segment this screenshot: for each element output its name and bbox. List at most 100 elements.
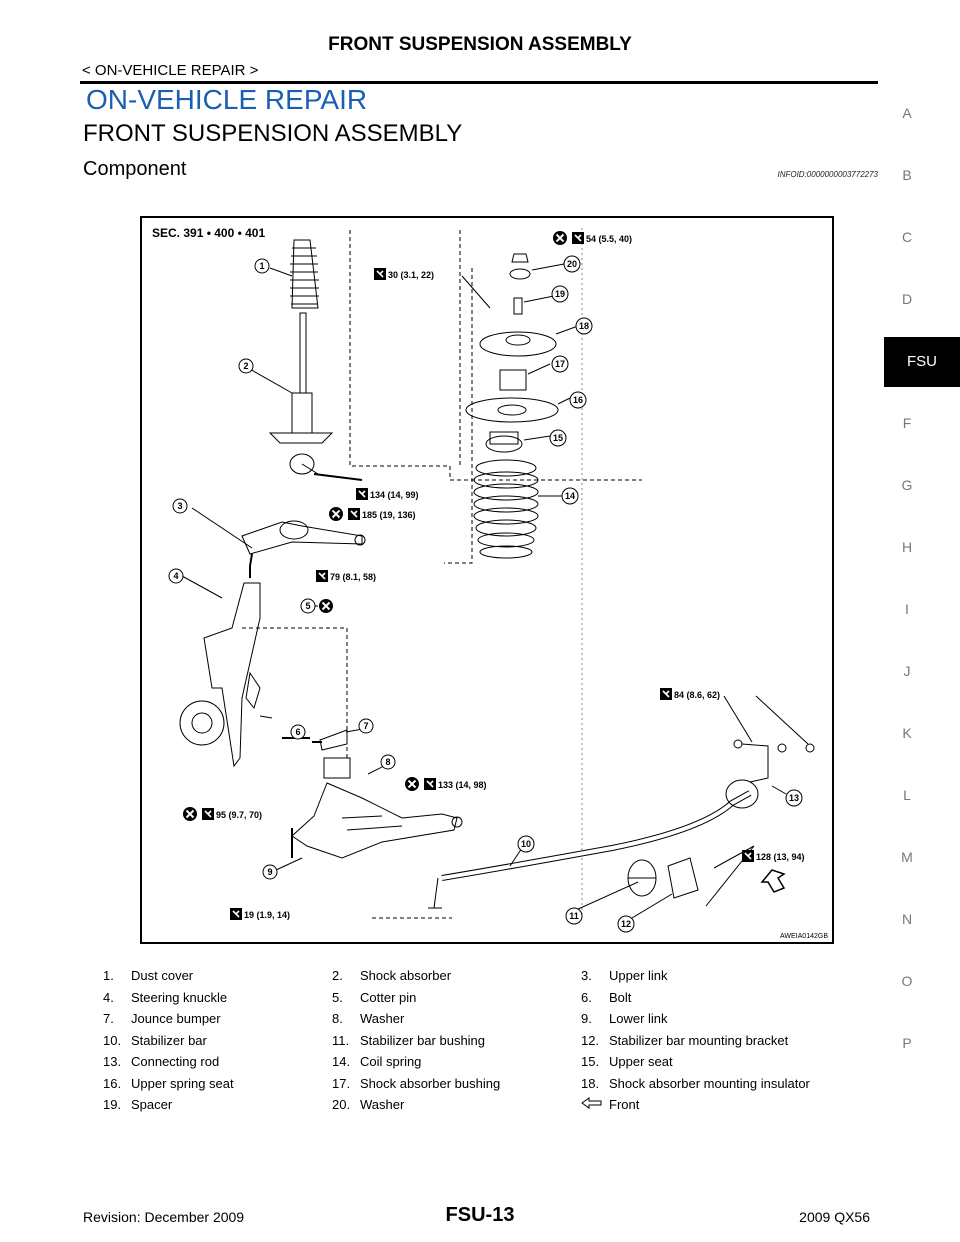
legend-item: 9.Lower link — [581, 1011, 668, 1026]
torque-wrench-icon — [373, 267, 387, 281]
legend-item: 14.Coil spring — [332, 1054, 422, 1069]
callout-8: 8 — [380, 754, 396, 770]
svg-text:3: 3 — [177, 501, 182, 511]
callout-3: 3 — [172, 498, 188, 514]
replace-icon — [552, 230, 568, 246]
torque-54: 54 (5.5, 40) — [586, 234, 632, 244]
callout-1: 1 — [254, 258, 270, 274]
callouts: 1 2 3 4 5 6 7 8 9 10 11 12 13 14 15 16 1… — [168, 255, 803, 933]
page-header-subtitle: < ON-VEHICLE REPAIR > — [82, 62, 259, 79]
legend-item: 13.Connecting rod — [103, 1054, 220, 1069]
torque-wrench-icon — [347, 507, 361, 521]
side-index-f[interactable]: F — [902, 415, 912, 431]
torque-wrench-icon — [423, 777, 437, 791]
legend-item: 10.Stabilizer bar — [103, 1033, 207, 1048]
callout-9: 9 — [262, 864, 278, 880]
torque-19: 19 (1.9, 14) — [244, 910, 290, 920]
side-index-d[interactable]: D — [901, 291, 913, 307]
legend-item: 1.Dust cover — [103, 968, 194, 983]
side-index-p[interactable]: P — [902, 1035, 912, 1051]
torque-133: 133 (14, 98) — [438, 780, 487, 790]
callout-17: 17 — [551, 355, 569, 373]
legend-item: 19.Spacer — [103, 1097, 173, 1112]
legend-item: 3.Upper link — [581, 968, 668, 983]
side-index-c[interactable]: C — [901, 229, 913, 245]
torque-128: 128 (13, 94) — [756, 852, 805, 862]
svg-text:16: 16 — [573, 395, 583, 405]
side-index-fsu-active[interactable]: FSU — [884, 337, 960, 387]
svg-text:9: 9 — [267, 867, 272, 877]
callout-5: 5 — [300, 598, 316, 614]
callout-16: 16 — [569, 391, 587, 409]
callout-7: 7 — [358, 718, 374, 734]
svg-text:19: 19 — [555, 289, 565, 299]
torque-wrench-icon — [315, 569, 329, 583]
side-index-i[interactable]: I — [905, 601, 909, 617]
footer-revision: Revision: December 2009 — [83, 1209, 245, 1225]
legend-row: 13.Connecting rod 14.Coil spring 15.Uppe… — [103, 1054, 843, 1076]
legend-item: 6.Bolt — [581, 990, 632, 1005]
svg-text:7: 7 — [363, 721, 368, 731]
legend-row: 19.Spacer 20.Washer Front — [103, 1097, 843, 1119]
figure-section-label: SEC. 391 • 400 • 401 — [152, 226, 266, 240]
subsection-title: Component — [83, 158, 187, 180]
torque-wrench-icon — [659, 687, 673, 701]
side-index-h[interactable]: H — [901, 539, 913, 555]
callout-6: 6 — [290, 724, 306, 740]
legend-item: 12.Stabilizer bar mounting bracket — [581, 1033, 789, 1048]
replace-icon — [328, 506, 344, 522]
torque-wrench-icon — [201, 807, 215, 821]
replace-icon — [404, 776, 420, 792]
torque-wrench-icon — [741, 849, 755, 863]
legend-item: 2.Shock absorber — [332, 968, 452, 983]
page-header-title: FRONT SUSPENSION ASSEMBLY — [328, 34, 632, 55]
legend-item: 15.Upper seat — [581, 1054, 673, 1069]
callout-10: 10 — [517, 835, 535, 853]
legend-item: 4.Steering knuckle — [103, 990, 228, 1005]
side-index-o[interactable]: O — [901, 973, 913, 989]
section-title: ON-VEHICLE REPAIR — [86, 84, 368, 115]
callout-13: 13 — [785, 789, 803, 807]
side-index-j[interactable]: J — [903, 663, 911, 679]
torque-79: 79 (8.1, 58) — [330, 572, 376, 582]
svg-text:11: 11 — [569, 911, 579, 921]
front-arrow-icon — [581, 1097, 609, 1112]
component-diagram: 1 2 3 4 5 6 7 8 9 10 11 12 13 14 15 16 1… — [140, 216, 834, 944]
callout-18: 18 — [575, 317, 593, 335]
svg-text:14: 14 — [565, 491, 575, 501]
legend-item: 11.Stabilizer bar bushing — [332, 1033, 486, 1048]
side-index-k[interactable]: K — [902, 725, 912, 741]
torque-wrench-icon — [571, 231, 585, 245]
callout-19: 19 — [551, 285, 569, 303]
svg-text:8: 8 — [385, 757, 390, 767]
legend-item: 16.Upper spring seat — [103, 1076, 234, 1091]
svg-text:5: 5 — [305, 601, 310, 611]
callout-2: 2 — [238, 358, 254, 374]
side-index-l[interactable]: L — [903, 787, 911, 803]
side-index-n[interactable]: N — [901, 911, 913, 927]
legend-row: 10.Stabilizer bar 11.Stabilizer bar bush… — [103, 1033, 843, 1055]
page-title: FRONT SUSPENSION ASSEMBLY — [83, 120, 463, 147]
diagram-drawing: 1 2 3 4 5 6 7 8 9 10 11 12 13 14 15 16 1… — [168, 228, 815, 933]
side-index-a[interactable]: A — [902, 105, 912, 121]
footer-page-number: FSU-13 — [445, 1204, 515, 1226]
torque-wrench-icon — [355, 487, 369, 501]
side-index-m[interactable]: M — [901, 849, 913, 865]
legend-item: 7.Jounce bumper — [103, 1011, 221, 1026]
svg-text:17: 17 — [555, 359, 565, 369]
info-id: INFOID:0000000003772273 — [777, 170, 878, 179]
replace-icon — [182, 806, 198, 822]
legend-item: 17.Shock absorber bushing — [332, 1076, 501, 1091]
legend-row: 7.Jounce bumper 8.Washer 9.Lower link — [103, 1011, 843, 1033]
legend-row: 1.Dust cover 2.Shock absorber 3.Upper li… — [103, 968, 843, 990]
svg-text:10: 10 — [521, 839, 531, 849]
torque-95: 95 (9.7, 70) — [216, 810, 262, 820]
header-divider — [80, 81, 878, 84]
legend-item: 18.Shock absorber mounting insulator — [581, 1076, 810, 1091]
svg-text:12: 12 — [621, 919, 631, 929]
callout-14: 14 — [561, 487, 579, 505]
side-index-b[interactable]: B — [902, 167, 912, 183]
legend-item: Front — [581, 1097, 639, 1112]
side-index-g[interactable]: G — [901, 477, 913, 493]
torque-labels: 54 (5.5, 40) 30 (3.1, 22) 134 (14, 99) 1… — [182, 230, 805, 921]
